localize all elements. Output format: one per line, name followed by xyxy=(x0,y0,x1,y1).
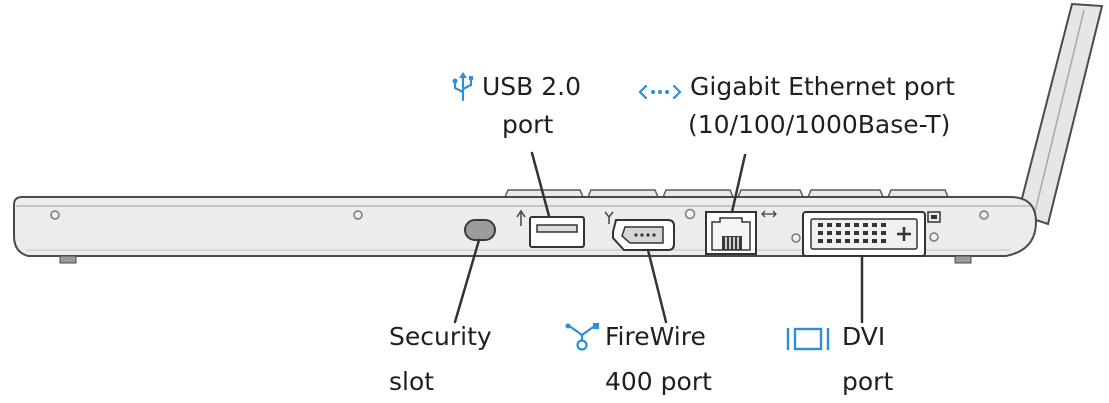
ethernet-icon xyxy=(638,84,682,100)
display-icon xyxy=(786,327,830,351)
screws xyxy=(50,208,989,243)
ethernet-callout: Gigabit Ethernet port (10/100/1000Base-T… xyxy=(688,68,955,144)
dvi-pin xyxy=(818,231,823,235)
dvi-pin xyxy=(818,223,823,227)
firewire-icon xyxy=(565,323,599,351)
dvi-pin xyxy=(827,223,832,227)
dvi-port-marking xyxy=(927,211,941,223)
leader-usb xyxy=(530,151,551,218)
dvi-pin xyxy=(818,239,823,243)
dvi-callout-line1: DVI xyxy=(842,322,886,351)
laptop-screen-lid xyxy=(1016,2,1104,226)
dvi-pin xyxy=(854,239,859,243)
firewire-callout-line1: FireWire xyxy=(605,322,706,351)
dvi-pin xyxy=(872,223,877,227)
ethernet-port-marking xyxy=(761,210,777,218)
firewire-callout-line2: 400 port xyxy=(605,367,712,396)
dvi-pin xyxy=(881,239,886,243)
usb-port-marking xyxy=(516,209,526,226)
dvi-pin xyxy=(845,223,850,227)
ethernet-port xyxy=(705,211,757,255)
dvi-pin xyxy=(854,223,859,227)
laptop-foot xyxy=(59,255,77,264)
dvi-callout: DVI port xyxy=(842,318,893,401)
firewire-callout: FireWire 400 port xyxy=(605,318,712,401)
security-callout-line1: Security xyxy=(389,322,492,351)
dvi-pin xyxy=(836,231,841,235)
dvi-pin xyxy=(863,223,868,227)
dvi-pin xyxy=(863,231,868,235)
ethernet-callout-line1: Gigabit Ethernet port xyxy=(690,72,955,101)
dvi-pin xyxy=(881,231,886,235)
security-callout-line2: slot xyxy=(389,367,435,396)
laptop-body xyxy=(13,196,1038,257)
laptop-foot xyxy=(954,255,972,264)
dvi-pin xyxy=(872,239,877,243)
security-callout: Security slot xyxy=(389,318,492,401)
security-slot xyxy=(464,219,496,241)
usb-callout-line2: port xyxy=(502,110,554,139)
dvi-pin xyxy=(845,231,850,235)
usb-callout: USB 2.0 port xyxy=(482,68,581,144)
firewire-port xyxy=(612,219,675,251)
ethernet-callout-line2: (10/100/1000Base-T) xyxy=(688,110,951,139)
dvi-pin xyxy=(827,231,832,235)
dvi-pin xyxy=(863,239,868,243)
keyboard-keys xyxy=(503,189,950,198)
leader-security xyxy=(453,238,481,324)
dvi-pin xyxy=(836,223,841,227)
dvi-pin xyxy=(845,239,850,243)
dvi-pin xyxy=(881,223,886,227)
usb-callout-line1: USB 2.0 xyxy=(482,72,582,101)
usb-port xyxy=(529,216,585,248)
dvi-pin xyxy=(827,239,832,243)
leader-firewire xyxy=(646,248,668,324)
usb-icon xyxy=(452,72,473,102)
dvi-port xyxy=(802,211,926,257)
dvi-pin xyxy=(854,231,859,235)
leader-ethernet xyxy=(730,153,747,214)
leader-lines xyxy=(453,151,864,324)
dvi-callout-line2: port xyxy=(842,367,894,396)
dvi-pin xyxy=(836,239,841,243)
dvi-pin xyxy=(872,231,877,235)
firewire-port-marking xyxy=(604,211,614,224)
